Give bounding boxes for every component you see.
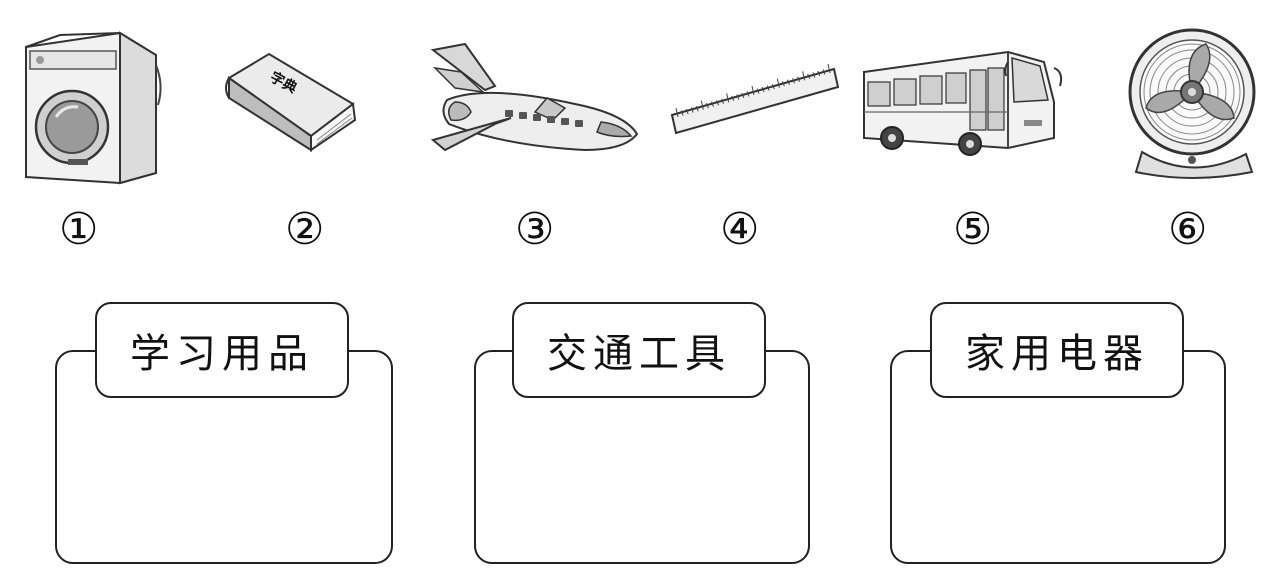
item-number-3: ③ — [515, 204, 555, 255]
item-number-1: ① — [59, 204, 99, 255]
item-ruler — [670, 63, 840, 137]
item-airplane — [425, 38, 645, 158]
item-number-5: ⑤ — [953, 204, 993, 255]
airplane-icon — [430, 42, 639, 152]
washing-machine-icon — [25, 31, 162, 185]
category-label-transportation: 交通工具 — [512, 302, 766, 398]
bus-icon — [863, 50, 1063, 156]
ruler-icon — [670, 63, 840, 135]
electric-fan-icon — [1128, 28, 1256, 179]
item-bus — [858, 42, 1068, 156]
item-dictionary: 字典 — [225, 50, 365, 152]
item-number-2: ② — [285, 204, 325, 255]
item-number-6: ⑥ — [1168, 204, 1208, 255]
item-washing-machine — [20, 25, 162, 185]
dictionary-icon: 字典 — [225, 52, 357, 152]
category-label-study-supplies: 学习用品 — [95, 302, 349, 398]
category-label-home-appliances: 家用电器 — [930, 302, 1184, 398]
item-number-4: ④ — [720, 204, 760, 255]
item-electric-fan — [1122, 22, 1262, 182]
